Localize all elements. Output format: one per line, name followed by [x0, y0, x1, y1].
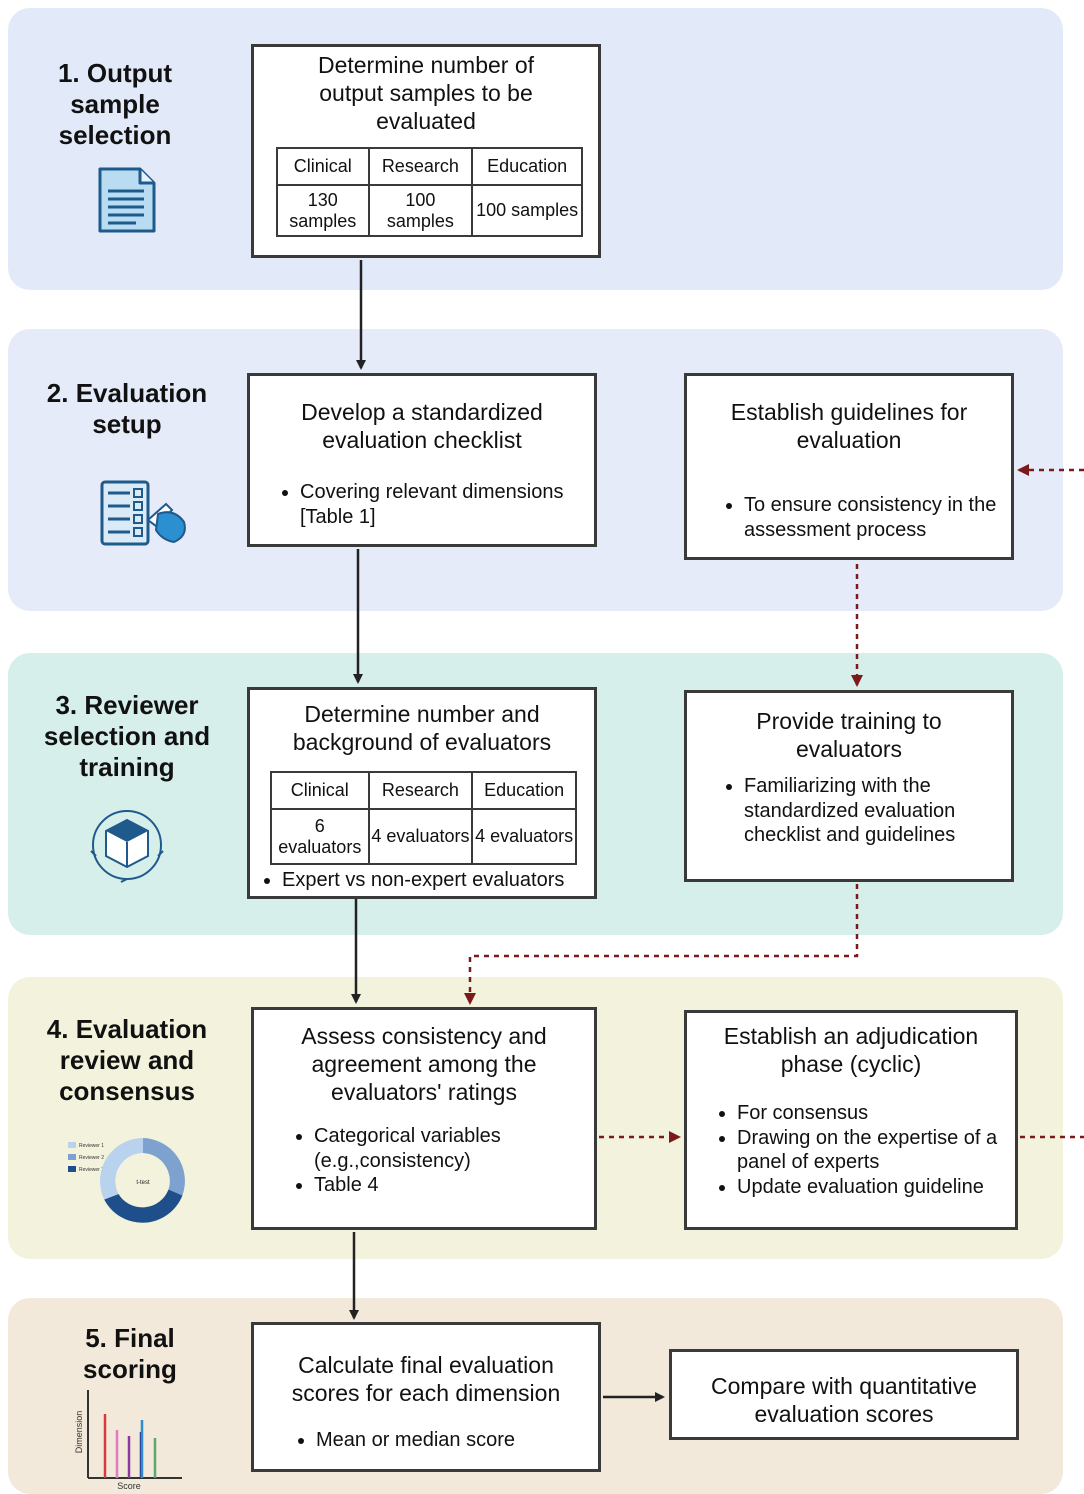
bar-icon-xlabel: Score: [117, 1481, 141, 1491]
box-evaluators-title: Determine number and background of evalu…: [292, 701, 552, 755]
box-guidelines-bullets: To ensure consistency in the assessment …: [704, 493, 1001, 542]
box-final-scores-bullet: Mean or median score: [316, 1428, 588, 1453]
box-final-scores-bullets: Mean or median score: [276, 1428, 588, 1453]
box-checklist-bullets: Covering relevant dimensions [Table 1]: [260, 480, 574, 529]
box-evaluators-bullet: Expert vs non-expert evaluators: [282, 868, 594, 893]
samples-table: Clinical Research Education 130 samples …: [276, 147, 583, 237]
box-output-samples-title: Determine number of output samples to be…: [317, 52, 535, 134]
stage4-title: 4. Evaluation review and consensus: [46, 1014, 208, 1106]
box-output-samples: Determine number of output samples to be…: [251, 44, 601, 258]
bar-chart-icon: Score Dimension: [74, 1390, 182, 1491]
box-consistency: Assess consistency and agreement among t…: [251, 1007, 597, 1230]
stage3-title: 3. Reviewer selection and training: [43, 690, 211, 782]
box-evaluators: Determine number and background of evalu…: [247, 687, 597, 899]
samples-header-clinical: Clinical: [276, 147, 370, 186]
box-consistency-bullet-1: Categorical variables (e.g.,consistency): [314, 1124, 584, 1173]
cube-icon: [90, 810, 164, 883]
box-compare-quantitative-title: Compare with quantitative evaluation sco…: [711, 1373, 977, 1427]
checklist-icon: [100, 480, 186, 546]
box-checklist-bullet: Covering relevant dimensions [Table 1]: [300, 480, 574, 529]
box-adjudication-bullet-1: For consensus: [737, 1101, 1009, 1126]
donut-ring: [100, 1138, 185, 1223]
box-consistency-title: Assess consistency and agreement among t…: [301, 1023, 547, 1105]
donut-chart-icon: Reviewer 1 Reviewer 2 Reviewer 3 t-test: [68, 1138, 185, 1223]
box-adjudication-bullets: For consensus Drawing on the expertise o…: [697, 1101, 1009, 1199]
legend-label-2: Reviewer 2: [79, 1155, 104, 1161]
box-adjudication: Establish an adjudication phase (cyclic)…: [684, 1010, 1018, 1230]
legend-label-3: Reviewer 3: [79, 1167, 104, 1173]
box-consistency-bullets: Categorical variables (e.g.,consistency)…: [274, 1124, 584, 1198]
bar-icon-ylabel: Dimension: [74, 1411, 84, 1454]
box-training: Provide training to evaluators Familiari…: [684, 690, 1014, 882]
samples-value-research: 100 samples: [367, 184, 474, 237]
box-final-scores-title: Calculate final evaluation scores for ea…: [291, 1352, 561, 1406]
evaluators-header-education: Education: [471, 771, 577, 810]
box-adjudication-title: Establish an adjudication phase (cyclic): [723, 1023, 979, 1077]
evaluators-value-education: 4 evaluators: [471, 808, 577, 865]
samples-value-clinical: 130 samples: [276, 184, 370, 237]
box-adjudication-bullet-3: Update evaluation guideline: [737, 1175, 1009, 1200]
box-consistency-bullet-2: Table 4: [314, 1173, 584, 1198]
box-guidelines-bullet: To ensure consistency in the assessment …: [744, 493, 1001, 542]
evaluators-header-research: Research: [367, 771, 474, 810]
stage5-title: 5. Final scoring: [83, 1323, 177, 1384]
box-training-title: Provide training to evaluators: [756, 708, 942, 762]
box-training-bullet: Familiarizing with the standardized eval…: [744, 774, 1001, 848]
legend-swatch-1: [68, 1142, 76, 1148]
samples-header-research: Research: [367, 147, 474, 186]
box-checklist-title: Develop a standardized evaluation checkl…: [301, 399, 543, 453]
box-training-bullets: Familiarizing with the standardized eval…: [704, 774, 1001, 848]
evaluators-value-research: 4 evaluators: [367, 808, 474, 865]
legend-label-1: Reviewer 1: [79, 1143, 104, 1149]
box-adjudication-bullet-2: Drawing on the expertise of a panel of e…: [737, 1126, 1009, 1175]
box-final-scores: Calculate final evaluation scores for ea…: [251, 1322, 601, 1472]
donut-center-label: t-test: [136, 1180, 150, 1186]
evaluators-table: Clinical Research Education 6 evaluators…: [270, 771, 577, 865]
samples-header-education: Education: [471, 147, 583, 186]
evaluators-value-clinical: 6 evaluators: [270, 808, 370, 865]
stage1-title: 1. Output sample selection: [57, 58, 173, 150]
dashed-arrow-training-to-consistency: [464, 884, 859, 1005]
box-guidelines: Establish guidelines for evaluation To e…: [684, 373, 1014, 560]
document-icon: [98, 167, 156, 233]
legend-swatch-3: [68, 1166, 76, 1172]
box-guidelines-title: Establish guidelines for evaluation: [730, 399, 968, 453]
box-checklist: Develop a standardized evaluation checkl…: [247, 373, 597, 547]
evaluators-header-clinical: Clinical: [270, 771, 370, 810]
box-evaluators-bullets: Expert vs non-expert evaluators: [242, 868, 594, 893]
samples-value-education: 100 samples: [471, 184, 583, 237]
box-compare-quantitative: Compare with quantitative evaluation sco…: [669, 1349, 1019, 1440]
stage2-title: 2. Evaluation setup: [46, 378, 208, 439]
legend-swatch-2: [68, 1154, 76, 1160]
